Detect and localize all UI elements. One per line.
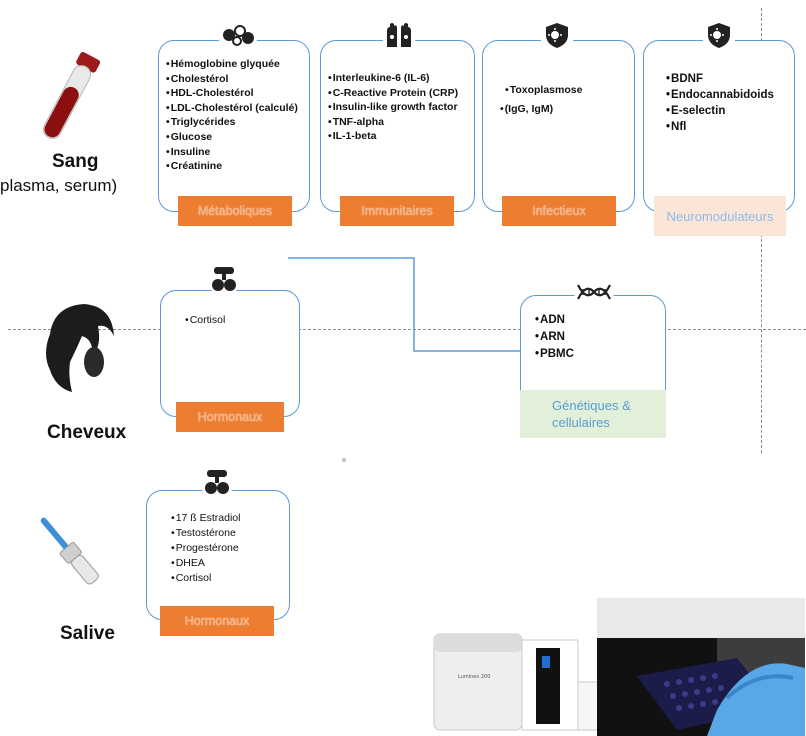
- list-item: Insuline: [166, 145, 298, 160]
- horizontal-dashed-guide: [8, 329, 806, 330]
- list-item: TNF-alpha: [328, 115, 458, 130]
- list-item: Endocannabidoids: [666, 87, 774, 103]
- list-item: BDNF: [666, 71, 774, 87]
- list-item: ARN: [535, 329, 574, 346]
- tag-immunitaires: Immunitaires: [340, 196, 454, 226]
- hair-icon: [46, 304, 114, 392]
- list-item: IL-1-beta: [328, 129, 458, 144]
- luminex-analyzer-photo: Luminex 200: [428, 622, 610, 736]
- molecules-icon: [218, 18, 258, 52]
- list-item: Triglycérides: [166, 115, 298, 130]
- sample-cheveux-label: Cheveux: [47, 422, 127, 443]
- list-item: Créatinine: [166, 159, 298, 174]
- tag-genetiques: Génétiques & cellulaires: [520, 390, 666, 438]
- list-item: C-Reactive Protein (CRP): [328, 86, 458, 101]
- sample-sang-sub: plasma, serum): [0, 176, 118, 195]
- saliva-swab-icon: [40, 517, 99, 585]
- tag-metaboliques: Métaboliques: [178, 196, 292, 226]
- card-infectieux: Toxoplasmose (IgG, IgM): [482, 40, 635, 212]
- sample-sang-label: Sang: [52, 151, 99, 172]
- tag-hormonaux-salive: Hormonaux: [160, 606, 274, 636]
- tag-neuromodulateurs: Neuromodulateurs: [654, 196, 786, 236]
- list-item: PBMC: [535, 346, 574, 363]
- list-item: LDL-Cholestérol (calculé): [166, 101, 298, 116]
- list-item: Interleukine-6 (IL-6): [328, 71, 458, 86]
- plate-reader-photo: [597, 598, 805, 736]
- list-item: Glucose: [166, 130, 298, 145]
- gloved-hands-icon: [382, 18, 416, 52]
- hormone-gland-icon: [200, 465, 234, 499]
- virus-shield-icon: [702, 18, 736, 52]
- list-item: Toxoplasmose: [505, 83, 583, 98]
- virus-shield-icon: [540, 18, 574, 52]
- list-item: 17 ß Estradiol: [171, 511, 241, 526]
- card-neuromodulateurs: BDNF Endocannabidoids E-selectin Nfl: [643, 40, 795, 212]
- card-immunitaires: Interleukine-6 (IL-6) C-Reactive Protein…: [320, 40, 475, 212]
- card-metaboliques: Hémoglobine glyquée Cholestérol HDL-Chol…: [158, 40, 310, 212]
- list-item: Cholestérol: [166, 72, 298, 87]
- list-item: Nfl: [666, 119, 774, 135]
- list-item: Cortisol: [185, 313, 226, 328]
- dna-icon: [574, 277, 614, 307]
- list-item: Cortisol: [171, 571, 240, 586]
- list-item: E-selectin: [666, 103, 774, 119]
- card-hormonaux-salive: 17 ß Estradiol Testostérone Progestérone…: [146, 490, 290, 620]
- list-item: Hémoglobine glyquée: [166, 57, 298, 72]
- machine-brand-label: Luminex 200: [458, 674, 490, 680]
- blood-tube-icon: [42, 51, 101, 139]
- hormone-gland-icon: [207, 262, 241, 296]
- list-item: HDL-Cholestérol: [166, 86, 298, 101]
- list-item: DHEA: [171, 556, 240, 571]
- stray-dot: [342, 458, 346, 462]
- card-hormonaux-cheveux: Cortisol: [160, 290, 300, 417]
- sample-salive-label: Salive: [60, 623, 115, 644]
- list-item: Insulin-like growth factor: [328, 100, 458, 115]
- tag-hormonaux-cheveux: Hormonaux: [176, 402, 284, 432]
- list-item: ADN: [535, 312, 574, 329]
- list-item: Testostérone: [171, 526, 240, 541]
- tag-infectieux: Infectieux: [502, 196, 616, 226]
- list-item: (IgG, IgM): [500, 102, 582, 117]
- list-item: Progestérone: [171, 541, 240, 556]
